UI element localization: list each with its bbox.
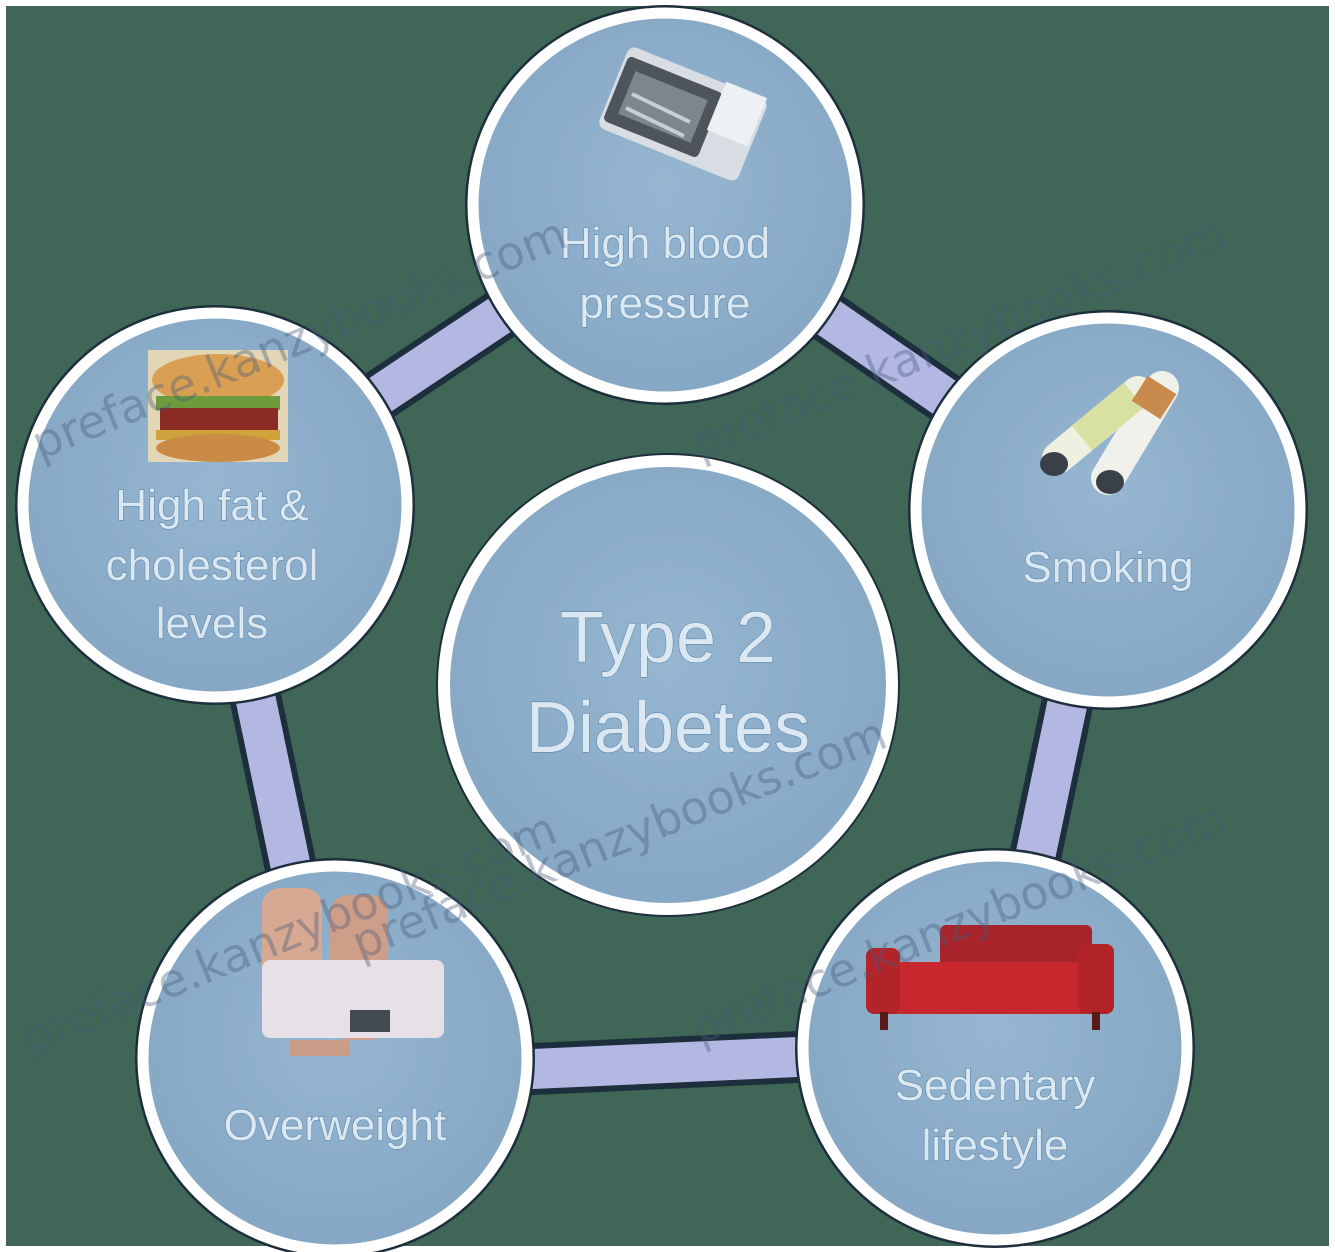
label-overweight: Overweight xyxy=(224,1101,447,1150)
label-high-fat-line-1: High fat & xyxy=(115,481,308,530)
center-label-line-1: Type 2 xyxy=(560,598,776,678)
label-high-blood-pressure-line-1: High blood xyxy=(560,219,770,268)
label-sedentary-lifestyle-line-1: Sedentary xyxy=(895,1061,1096,1110)
label-high-fat-line-2: cholesterol xyxy=(106,541,319,590)
node-smoking: Smoking xyxy=(908,310,1308,710)
label-high-fat-line-3: levels xyxy=(156,599,269,648)
label-smoking: Smoking xyxy=(1022,543,1193,592)
label-high-blood-pressure-line-2: pressure xyxy=(579,279,750,328)
node-high-blood-pressure: High blood pressure xyxy=(465,5,865,405)
label-sedentary-lifestyle-line-2: lifestyle xyxy=(922,1121,1069,1170)
